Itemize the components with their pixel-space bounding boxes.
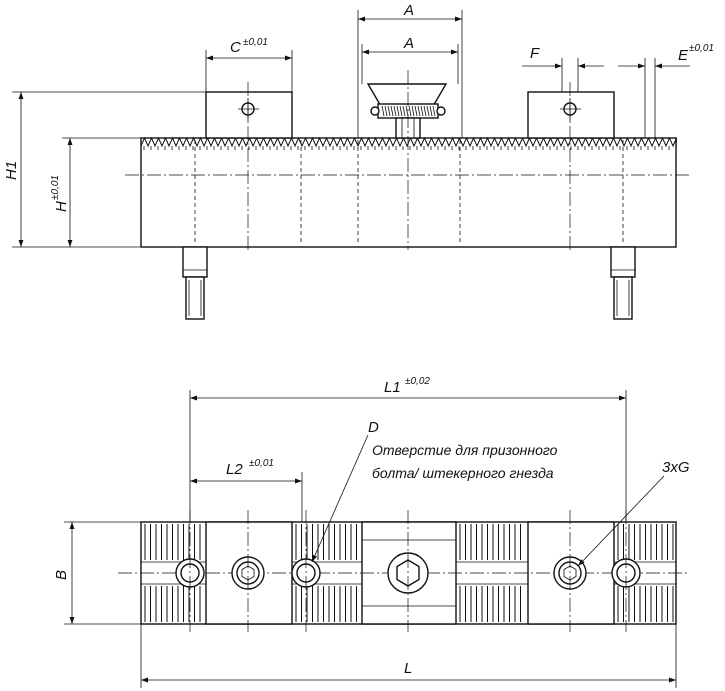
dim-L1: L1 (384, 379, 401, 396)
note-line-2: болта/ штекерного гнезда (372, 465, 554, 481)
dim-E-tol: ±0,01 (689, 43, 714, 54)
dim-H: H (53, 201, 70, 212)
dim-F: F (530, 45, 540, 62)
side-view: A A C ±0,01 F E ±0,01 H1 H ±0,01 (3, 2, 714, 320)
dim-L2-tol: ±0,01 (249, 458, 274, 469)
dim-A-outer: A (403, 2, 414, 19)
plan-view: L1 ±0,02 L2 ±0,01 D Отверстие для призон… (53, 376, 690, 688)
central-clamp (366, 83, 448, 139)
note-line-1: Отверстие для призонного (372, 442, 558, 458)
dim-B: B (53, 570, 70, 580)
dim-E: E (678, 47, 689, 64)
dim-L2: L2 (226, 461, 243, 478)
dim-C-tol: ±0,01 (243, 37, 268, 48)
plan-grooves (141, 524, 676, 622)
label-3xG: 3xG (662, 459, 690, 476)
right-stud (610, 246, 636, 320)
dim-H-tol: ±0,01 (50, 175, 61, 200)
dim-C: C (230, 39, 241, 56)
dim-L1-tol: ±0,02 (405, 376, 430, 387)
dim-L: L (404, 660, 412, 677)
left-stud (182, 246, 208, 320)
base-bar (140, 137, 677, 248)
label-D: D (368, 419, 379, 436)
dim-A-inner: A (403, 35, 414, 52)
dim-H1: H1 (3, 161, 20, 180)
